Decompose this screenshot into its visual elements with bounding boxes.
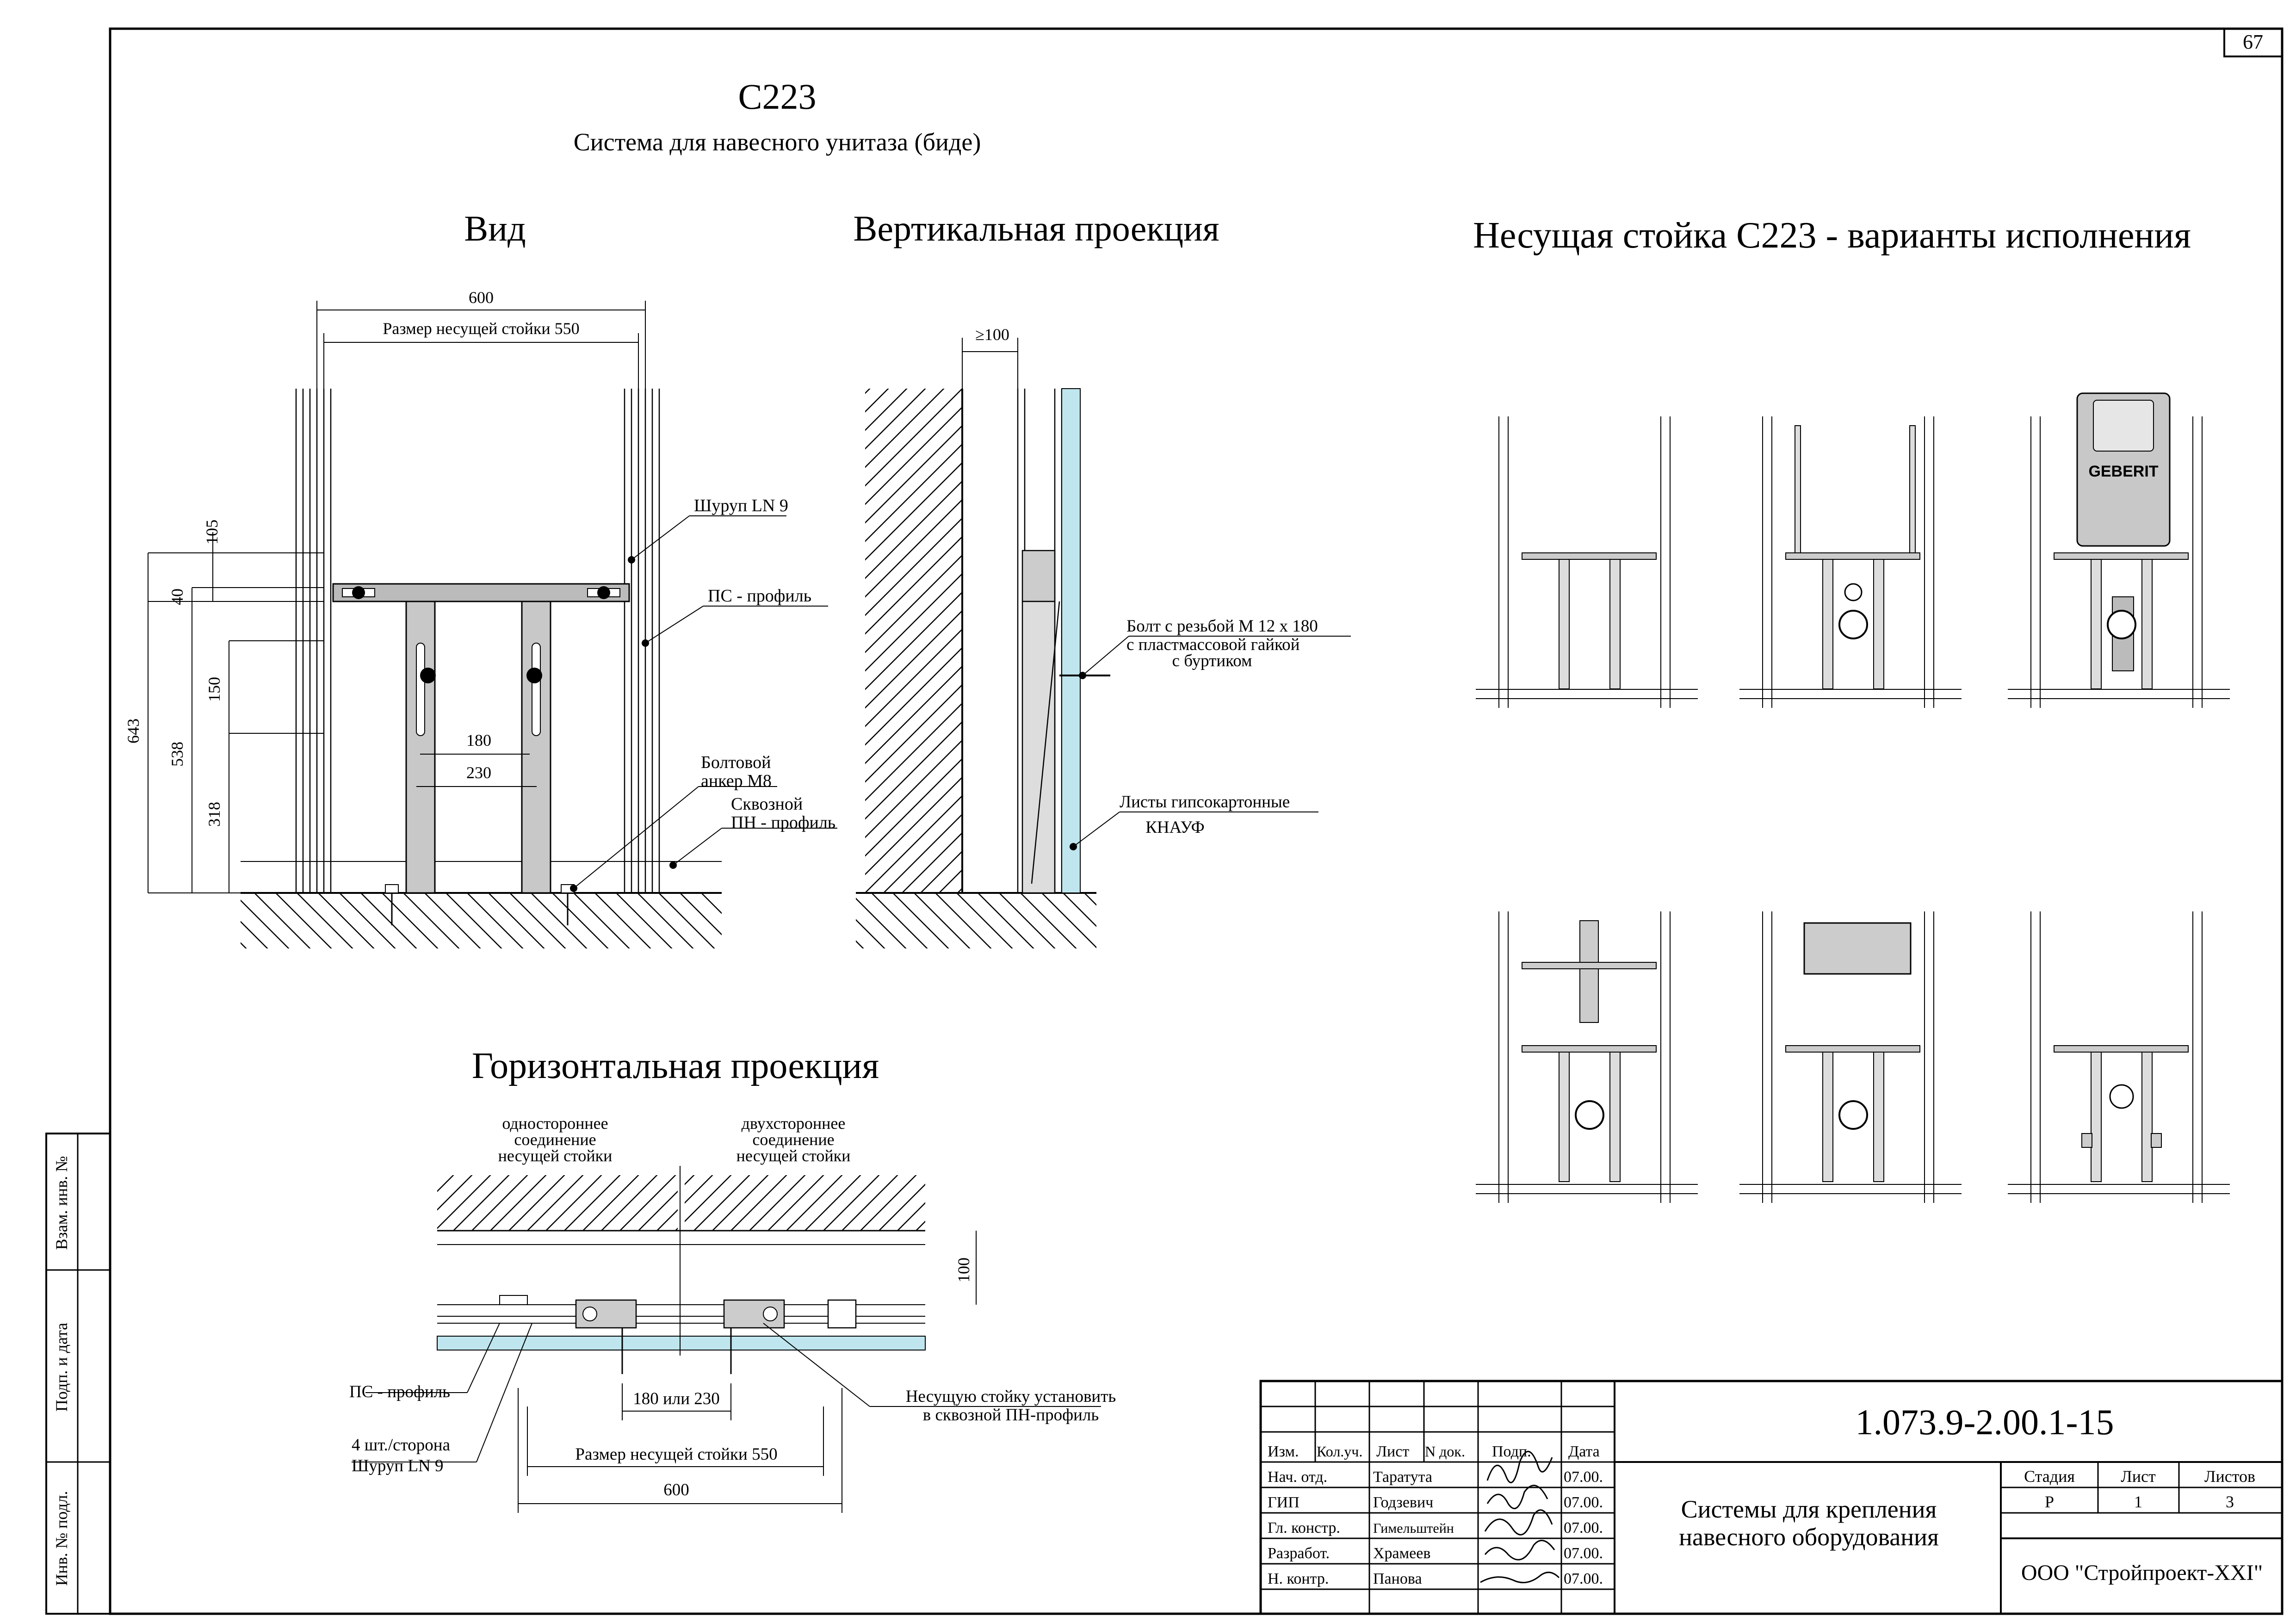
- page-number-box: [2223, 28, 2283, 57]
- front-dim-318: 318: [205, 802, 223, 827]
- front-label-screw: Шуруп LN 9: [694, 496, 788, 515]
- front-dim-600: 600: [469, 288, 494, 307]
- tb-row-role-2: ГИП: [1268, 1494, 1300, 1511]
- horizontal-two-side-2: соединение: [752, 1130, 834, 1149]
- tb-stage: Р: [2045, 1493, 2054, 1511]
- title-vertical-view: Вертикальная проекция: [853, 208, 1219, 248]
- vertical-view-drawing: ≥100 Болт с резьбой М 12 х 180 с пластма…: [856, 325, 1351, 948]
- tb-row-role-4: Разработ.: [1268, 1545, 1330, 1562]
- tb-row-name-3: Гимельштейн: [1373, 1521, 1454, 1536]
- tb-row-date-3: 07.00.: [1564, 1519, 1603, 1536]
- front-dim-230: 230: [466, 763, 491, 782]
- tb-header-kol: Кол.уч.: [1317, 1443, 1362, 1460]
- horizontal-one-side-2: соединение: [514, 1130, 596, 1149]
- tb-row-name-4: Храмеев: [1373, 1545, 1430, 1562]
- variant-3: GEBERIT: [2008, 392, 2230, 708]
- front-label-ps: ПС - профиль: [708, 586, 811, 606]
- tb-row-date-1: 07.00.: [1564, 1468, 1603, 1486]
- tb-header-podp: Подп.: [1492, 1443, 1531, 1460]
- signatures: [1480, 1451, 1560, 1584]
- horizontal-view-drawing: 100 одностороннее соединение несущей сто…: [349, 1114, 1116, 1513]
- tb-row-date-5: 07.00.: [1564, 1570, 1603, 1587]
- horizontal-two-side-1: двухстороннее: [742, 1114, 846, 1133]
- stamp-label-2: Подп. и дата: [52, 1323, 71, 1412]
- geberit-logo: GEBERIT: [2088, 463, 2158, 480]
- stamp-label-1: Взам. инв. №: [52, 1156, 71, 1250]
- sheet-code: C223: [738, 76, 816, 117]
- tb-row-name-5: Панова: [1373, 1570, 1422, 1587]
- horizontal-dim-550: Размер несущей стойки 550: [575, 1445, 777, 1464]
- horizontal-one-side-3: несущей стойки: [498, 1146, 613, 1165]
- front-label-pn-2: ПН - профиль: [731, 813, 835, 832]
- horizontal-label-screw-1: 4 шт./сторона: [352, 1436, 450, 1455]
- tb-doc-title-1: Системы для крепления: [1681, 1495, 1937, 1523]
- tb-sheets: 3: [2226, 1493, 2234, 1511]
- side-stamp: Взам. инв. № Подп. и дата Инв. № подл.: [45, 1133, 111, 1615]
- page-number: 67: [2243, 31, 2263, 53]
- tb-row-name-2: Годзевич: [1373, 1494, 1433, 1511]
- front-dim-150: 150: [205, 677, 223, 702]
- front-view-drawing: 600 Размер несущей стойки 550 105 40 150…: [124, 288, 837, 948]
- tb-row-role-1: Нач. отд.: [1268, 1468, 1327, 1486]
- title-variants: Несущая стойка С223 - варианты исполнени…: [1473, 215, 2191, 256]
- tb-doc-number: 1.073.9-2.00.1-15: [1856, 1402, 2114, 1442]
- horizontal-one-side-1: одностороннее: [502, 1114, 608, 1133]
- front-label-anchor-1: Болтовой: [701, 753, 771, 772]
- title-horizontal-view: Горизонтальная проекция: [472, 1046, 879, 1086]
- vertical-label-gkl-1: Листы гипсокартонные: [1120, 793, 1290, 812]
- tb-header-izm: Изм.: [1268, 1443, 1299, 1460]
- tb-row-date-4: 07.00.: [1564, 1545, 1603, 1562]
- vertical-label-gkl-2: КНАУФ: [1145, 818, 1205, 837]
- stamp-label-3: Инв. № подл.: [52, 1491, 71, 1586]
- vertical-dim-100: ≥100: [975, 325, 1009, 344]
- tb-company: ООО "Стройпроект-XXI": [2021, 1561, 2263, 1585]
- tb-row-role-3: Гл. констр.: [1268, 1519, 1340, 1536]
- tb-row-date-2: 07.00.: [1564, 1494, 1603, 1511]
- vertical-label-bolt-3: с буртиком: [1172, 651, 1252, 670]
- horizontal-label-screw-2: Шуруп LN 9: [352, 1456, 443, 1475]
- title-block: Изм. Кол.уч. Лист N док. Подп. Дата Нач.…: [1259, 1380, 2284, 1615]
- front-dim-40: 40: [168, 588, 186, 605]
- front-label-anchor-2: анкер М8: [701, 771, 772, 791]
- vertical-label-bolt-1: Болт с резьбой М 12 х 180: [1126, 617, 1318, 636]
- horizontal-label-install-2: в сквозной ПН-профиль: [923, 1406, 1099, 1425]
- tb-sheets-label: Листов: [2204, 1467, 2255, 1486]
- sheet-subtitle: Система для навесного унитаза (биде): [574, 128, 981, 156]
- tb-sheet: 1: [2134, 1493, 2142, 1511]
- variant-2: [1739, 416, 1962, 708]
- horizontal-label-install-1: Несущую стойку установить: [906, 1387, 1116, 1406]
- front-dim-180: 180: [466, 731, 491, 750]
- variant-1: [1476, 416, 1698, 708]
- variant-4: [1476, 911, 1698, 1203]
- front-label-pn-1: Сквозной: [731, 794, 803, 814]
- tb-header-date: Дата: [1568, 1443, 1600, 1460]
- tb-stage-label: Стадия: [2024, 1467, 2075, 1486]
- tb-sheet-label: Лист: [2121, 1467, 2156, 1486]
- horizontal-label-ps: ПС - профиль: [349, 1382, 450, 1401]
- variants-drawings: GEBERIT: [1476, 392, 2230, 1203]
- tb-doc-title-2: навесного оборудования: [1679, 1523, 1939, 1551]
- front-dim-550: Размер несущей стойки 550: [383, 319, 579, 338]
- tb-header-list: Лист: [1376, 1443, 1409, 1460]
- vertical-label-bolt-2: с пластмассовой гайкой: [1126, 635, 1300, 654]
- front-dim-538: 538: [168, 742, 186, 767]
- horizontal-dim-600: 600: [663, 1481, 689, 1499]
- front-dim-643: 643: [124, 719, 142, 743]
- horizontal-dim-100: 100: [954, 1258, 973, 1282]
- variant-5: [1739, 911, 1962, 1203]
- front-dim-105: 105: [203, 520, 221, 545]
- title-front-view: Вид: [464, 208, 526, 248]
- tb-row-name-1: Таратута: [1373, 1468, 1432, 1486]
- variant-6: [2008, 911, 2230, 1203]
- tb-header-ndok: N док.: [1425, 1443, 1465, 1460]
- tb-row-role-5: Н. контр.: [1268, 1570, 1329, 1587]
- outer-frame: [109, 27, 2284, 1615]
- horizontal-dim-180-230: 180 или 230: [633, 1389, 720, 1408]
- horizontal-two-side-3: несущей стойки: [736, 1146, 851, 1165]
